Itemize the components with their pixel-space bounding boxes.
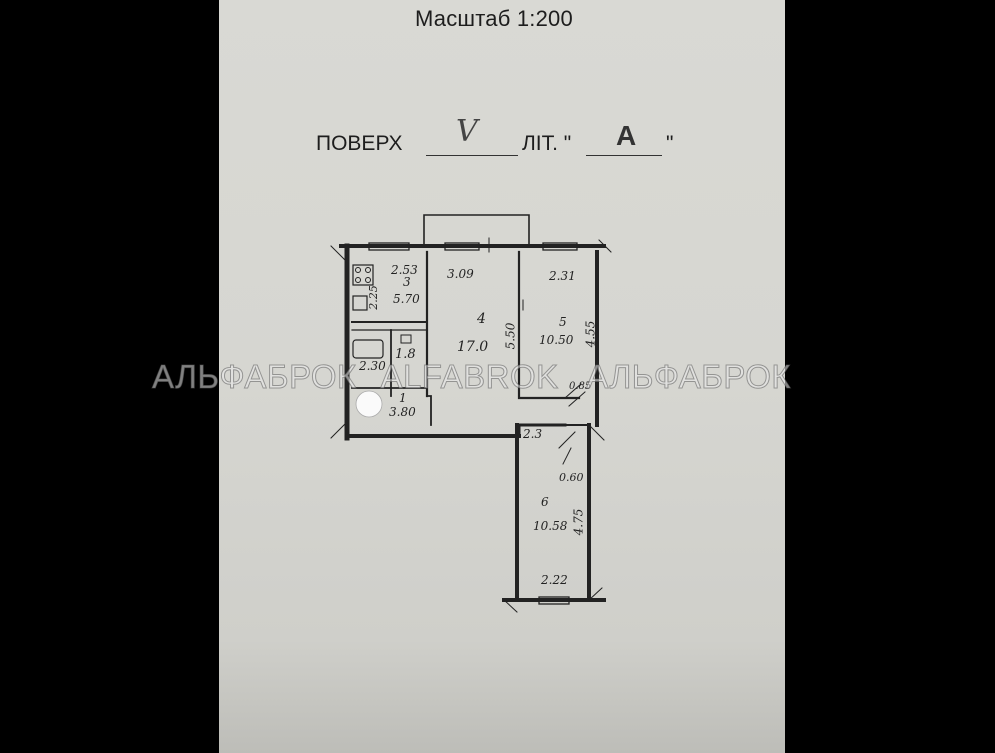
room-3-dim-top: 2.53 bbox=[391, 263, 418, 277]
room-3-number: 3 bbox=[403, 275, 411, 289]
floor-label: ПОВЕРХ bbox=[316, 132, 403, 155]
lit-label: ЛІТ. " bbox=[522, 132, 572, 155]
watermark-text-2: ALFABROK bbox=[380, 358, 559, 396]
watermark: АЛЬФАБРОК ALFABROK АЛЬФАБРОК bbox=[152, 358, 852, 396]
corridor-dim-2: 0.60 bbox=[559, 471, 584, 484]
scale-label: Масштаб 1:200 bbox=[415, 6, 573, 31]
room-4-dim-side: 5.50 bbox=[503, 322, 518, 350]
room-4-area: 17.0 bbox=[457, 339, 489, 355]
room-6-dim-side: 4.75 bbox=[571, 508, 586, 536]
lit-value: А bbox=[616, 120, 637, 151]
room-3-dim-side: 2.25 bbox=[366, 285, 380, 310]
floor-underline bbox=[426, 155, 518, 156]
floor-value: V bbox=[456, 114, 478, 149]
lit-close-quote: " bbox=[666, 132, 674, 155]
room-5-area: 10.50 bbox=[539, 333, 574, 347]
room-4-dim-top: 3.09 bbox=[447, 267, 474, 281]
room-2-area: 2.30 bbox=[359, 359, 386, 373]
corridor-dim-3: 0.85 bbox=[569, 381, 592, 392]
floor-plan-sheet: Масштаб 1:200 ПОВЕРХ V ЛІТ. " А " bbox=[219, 0, 785, 753]
room-3-area: 5.70 bbox=[393, 292, 420, 306]
room-6-dim-bottom: 2.22 bbox=[541, 573, 568, 587]
watermark-text-1: АЛЬФАБРОК bbox=[152, 358, 357, 396]
corridor-dim: 2.3 bbox=[523, 427, 543, 441]
room-6-area: 10.58 bbox=[533, 519, 568, 533]
room-5-number: 5 bbox=[559, 315, 567, 329]
room-1-area: 3.80 bbox=[389, 405, 416, 419]
room-wc-area: 1.8 bbox=[395, 347, 416, 362]
room-6-number: 6 bbox=[541, 495, 549, 509]
watermark-text-3: АЛЬФАБРОК bbox=[586, 358, 792, 396]
room-5-dim-top: 2.31 bbox=[549, 269, 576, 283]
lit-underline bbox=[586, 155, 662, 156]
room-4-number: 4 bbox=[477, 311, 486, 327]
room-5-dim-side: 4.55 bbox=[583, 320, 598, 348]
floor-plan-drawing bbox=[330, 214, 612, 613]
room-1-number: 1 bbox=[399, 391, 407, 405]
